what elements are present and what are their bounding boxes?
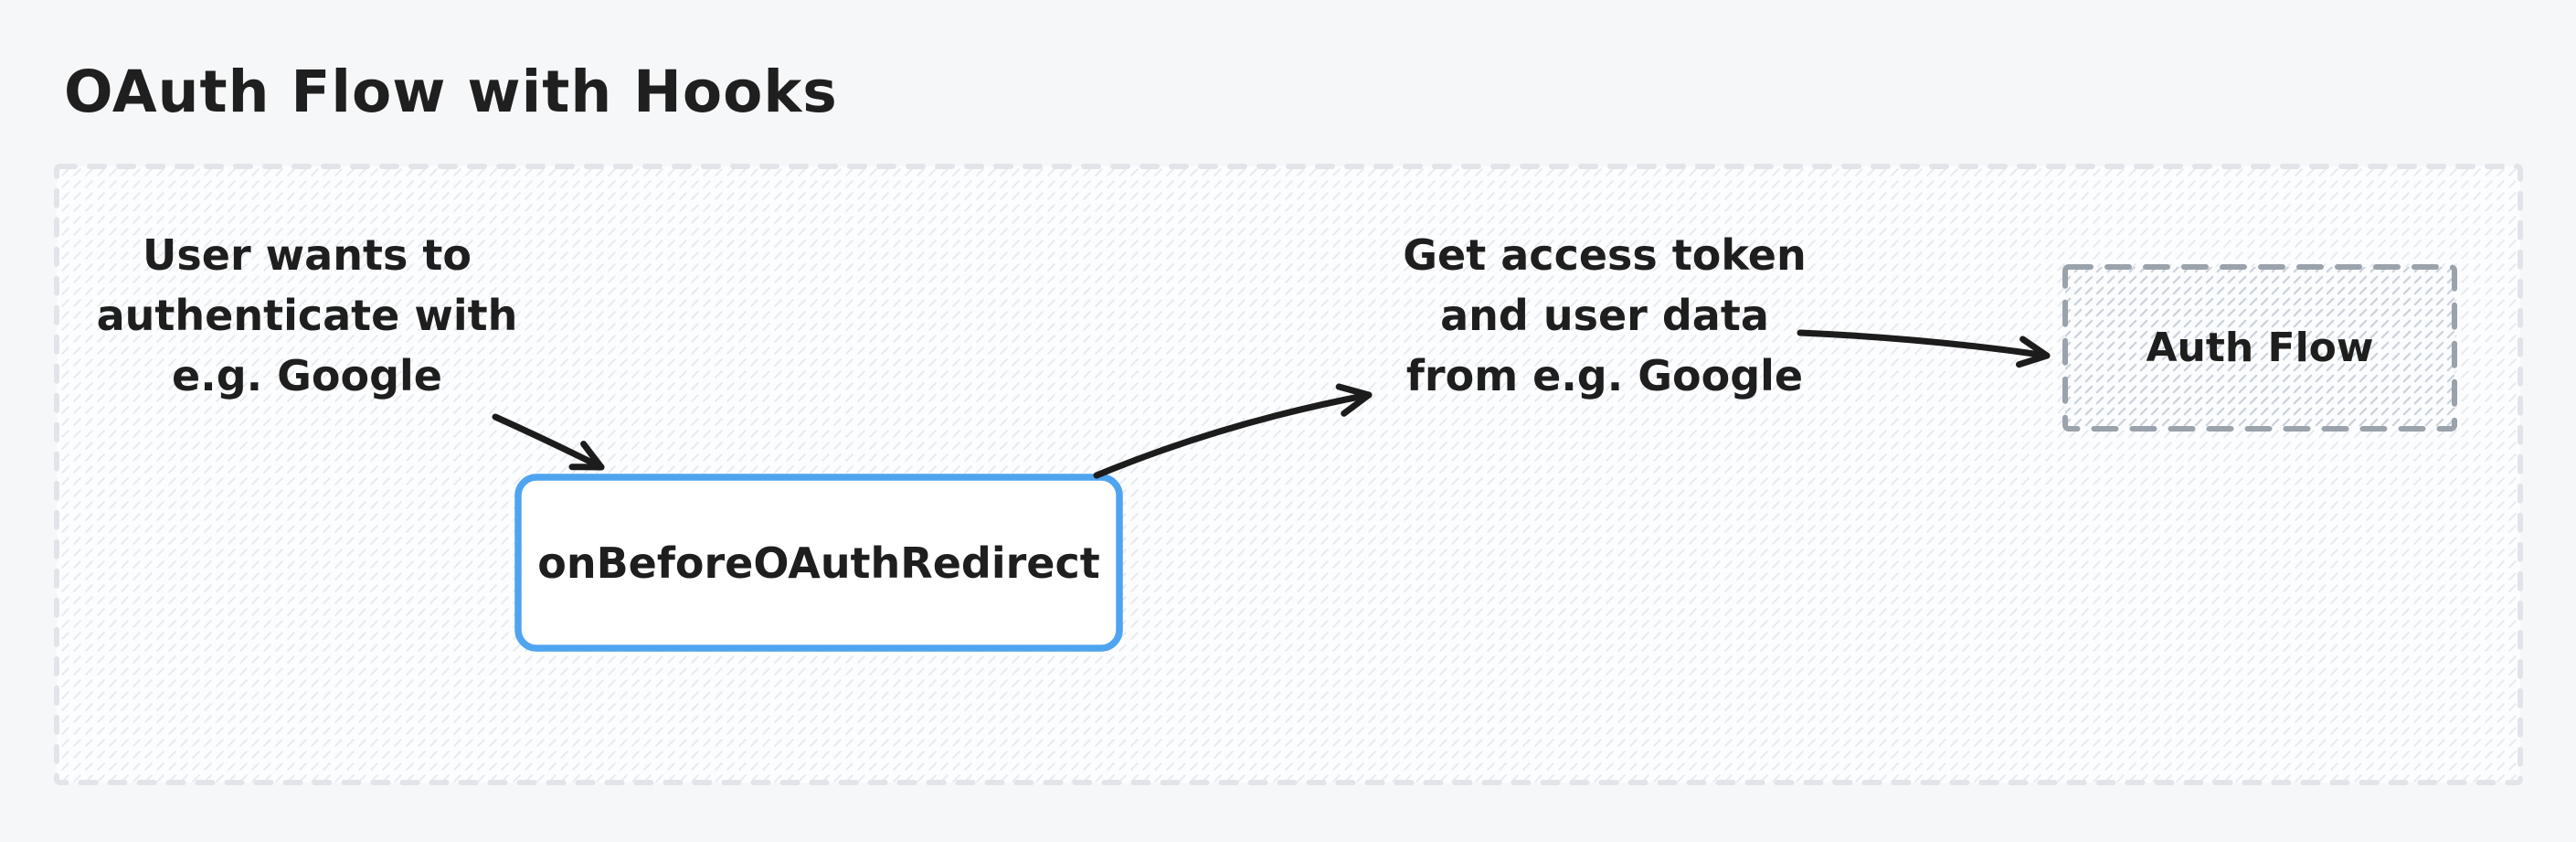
get-token-label: Get access token and user data from e.g.… bbox=[1403, 230, 1807, 400]
hook-box bbox=[514, 474, 1123, 652]
arrow-hook-to-token bbox=[1093, 383, 1373, 479]
hook-box-label: onBeforeOAuthRedirect bbox=[537, 538, 1100, 588]
arrow-user-to-hook bbox=[492, 413, 605, 471]
user-intent-label: User wants to authenticate with e.g. Goo… bbox=[96, 230, 518, 400]
arrow-token-to-authflow bbox=[1797, 329, 2051, 368]
auth-flow-box bbox=[2062, 264, 2457, 432]
auth-flow-label: Auth Flow bbox=[2146, 325, 2374, 371]
diagram-title: OAuth Flow with Hooks bbox=[64, 59, 838, 125]
